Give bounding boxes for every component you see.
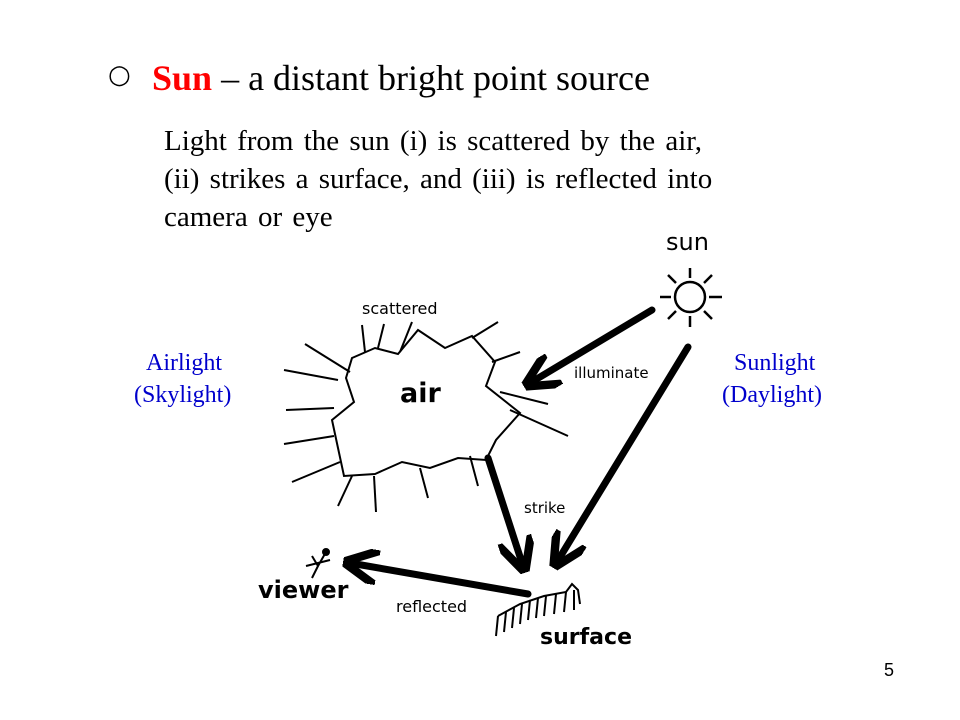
viewer-icon <box>305 548 331 579</box>
sunlight-subtitle: (Daylight) <box>722 382 822 408</box>
sunlight-label: Sunlight (Daylight) <box>722 347 822 411</box>
heading-rest: – a distant bright point source <box>212 58 651 98</box>
air-cloud-icon <box>283 321 569 513</box>
viewer-label: viewer <box>258 576 349 604</box>
body-line-3: camera or eye <box>164 201 333 233</box>
reflected-arrow <box>350 563 532 598</box>
reflected-label: reflected <box>396 597 467 616</box>
airlight-title: Airlight <box>146 350 222 376</box>
heading-accent: Sun <box>152 58 213 98</box>
airlight-label: Airlight (Skylight) <box>134 347 231 411</box>
air-label: air <box>400 378 441 409</box>
surface-icon <box>495 582 581 637</box>
page-number: 5 <box>884 660 895 680</box>
illuminate-arrow <box>530 306 656 383</box>
sunlight-title: Sunlight <box>734 350 816 376</box>
body-line-1: Light from the sun (i) is scattered by t… <box>164 125 703 157</box>
surface-label: surface <box>540 625 632 650</box>
sunlight-arrow <box>557 343 692 562</box>
scattered-label: scattered <box>362 299 438 318</box>
bullet-icon: ○ <box>108 60 131 90</box>
sun-icon <box>660 268 722 327</box>
strike-arrow <box>484 454 523 566</box>
body-line-2: (ii) strikes a surface, and (iii) is ref… <box>164 163 713 195</box>
strike-label: strike <box>524 499 565 517</box>
airlight-subtitle: (Skylight) <box>134 382 232 408</box>
body-text: Light from the sun (i) is scattered by t… <box>164 122 864 236</box>
illuminate-label: illuminate <box>574 364 649 382</box>
sun-label: sun <box>666 228 709 256</box>
slide-heading: Sun – a distant bright point source <box>152 56 650 100</box>
